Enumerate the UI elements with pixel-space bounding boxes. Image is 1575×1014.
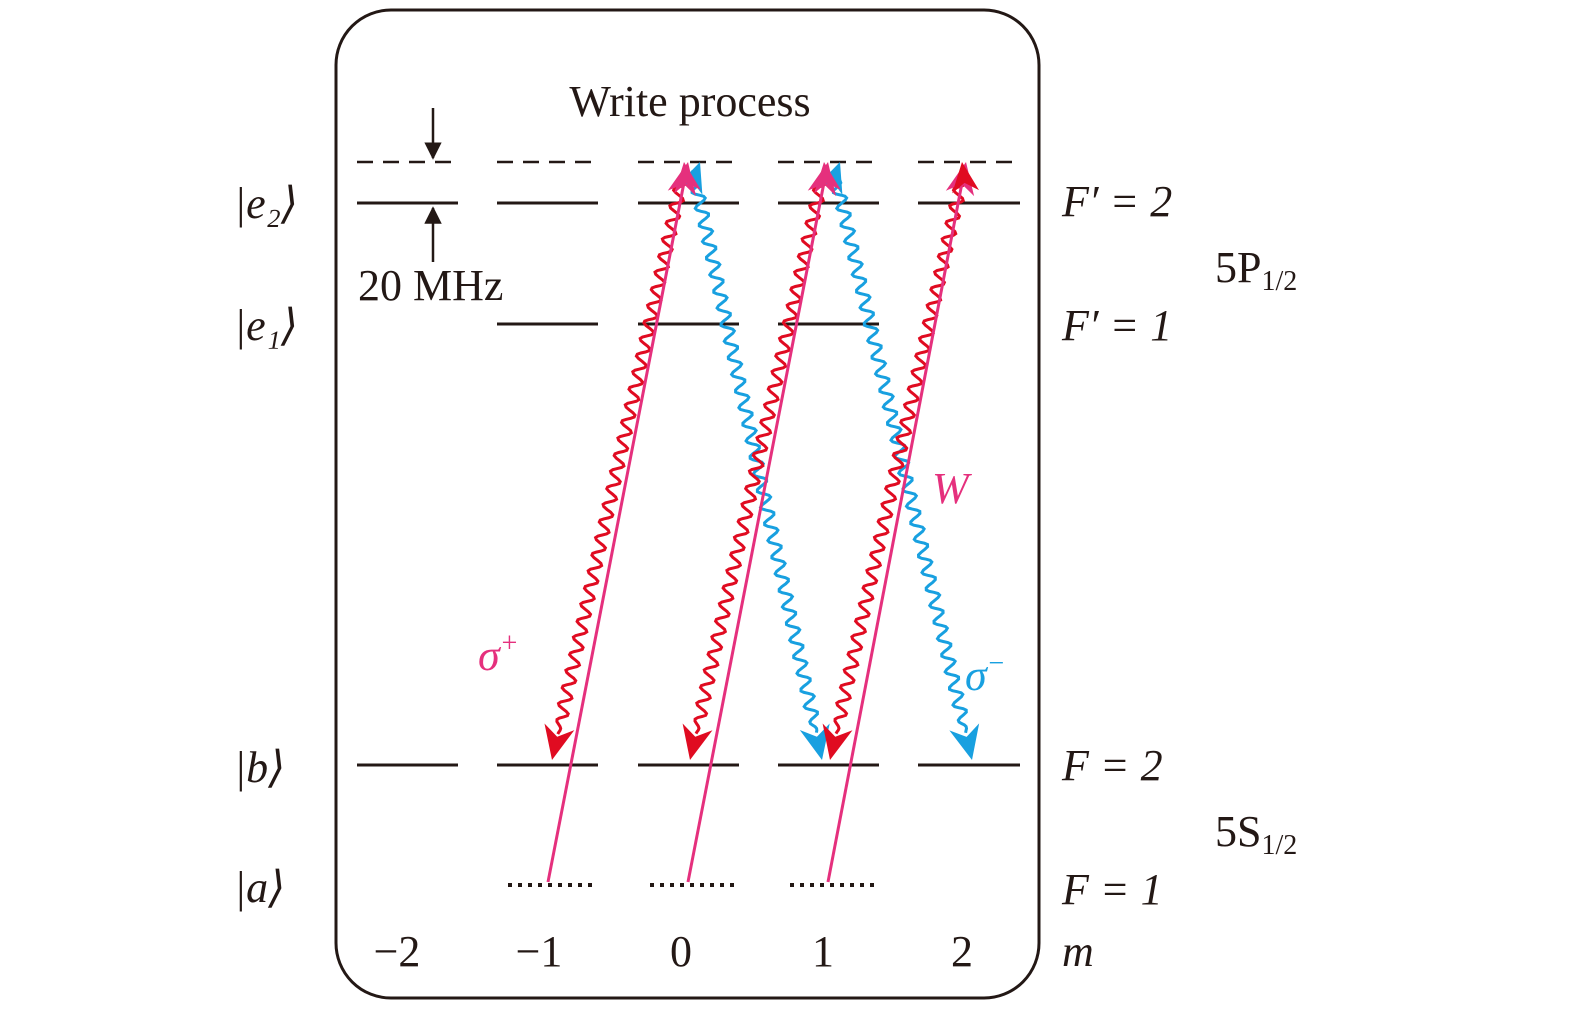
state-label-a: |a⟩ — [234, 863, 285, 912]
m-value: −1 — [516, 927, 563, 976]
detuning-label: 20 MHz — [358, 261, 503, 310]
sigma-plus-photon-head — [544, 723, 575, 760]
hyperfine-label-e2: F′ = 2 — [1061, 177, 1172, 226]
panel-title: Write process — [569, 77, 810, 126]
m-axis-label: m — [1062, 927, 1094, 976]
sigma-plus-photon-head — [822, 723, 853, 760]
sigma-plus-photon-head — [682, 723, 713, 760]
state-label-b: |b⟩ — [234, 743, 285, 792]
sigma-minus-photon-head — [949, 723, 980, 760]
manifold-label-excited: 5P1/2 — [1215, 243, 1297, 297]
sigma-minus-label: σ− — [965, 648, 1006, 700]
hyperfine-label-a: F = 1 — [1061, 865, 1163, 914]
m-value: 1 — [812, 927, 834, 976]
write-beam-upper-head — [674, 162, 701, 194]
m-value: 0 — [670, 927, 692, 976]
write-beam — [686, 183, 826, 883]
manifold-label-ground: 5S1/2 — [1215, 807, 1297, 861]
m-axis: −2 −1 0 1 2 — [374, 927, 973, 976]
write-beam — [546, 183, 686, 883]
sigma-minus-photon — [690, 170, 819, 733]
write-beam — [826, 183, 964, 883]
transitions — [544, 162, 980, 883]
sigma-minus-photon-head — [799, 723, 830, 760]
m-value: 2 — [951, 927, 973, 976]
sigma-plus-photon — [555, 169, 687, 735]
state-label-e1: |e₁⟩ — [234, 301, 298, 350]
state-label-e2: |e₂⟩ — [234, 179, 298, 228]
write-beam-label: W — [932, 464, 972, 513]
write-beam-upper-head — [814, 162, 841, 194]
sigma-plus-label: σ+ — [478, 628, 519, 680]
m-value: −2 — [374, 927, 421, 976]
sigma-plus-photon — [693, 169, 827, 735]
write-beam-upper-head — [952, 162, 979, 194]
hyperfine-label-b: F = 2 — [1061, 741, 1163, 790]
hyperfine-label-e1: F′ = 1 — [1061, 301, 1172, 350]
panel-frame — [334, 8, 1041, 1000]
